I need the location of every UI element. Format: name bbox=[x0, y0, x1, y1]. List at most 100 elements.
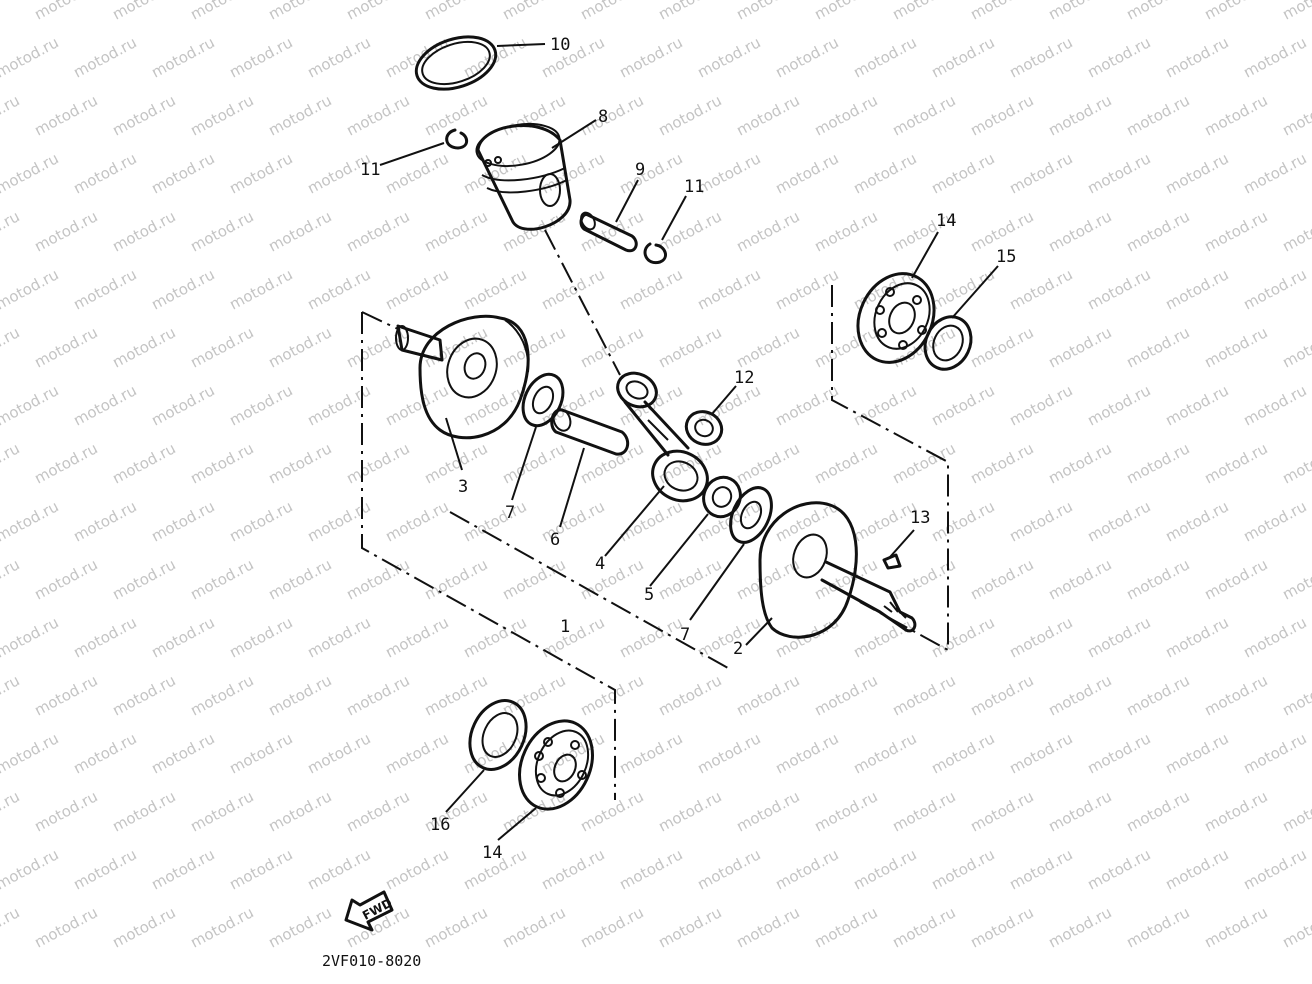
watermark-text: motod.ru bbox=[811, 207, 880, 255]
watermark-text: motod.ru bbox=[1123, 439, 1192, 487]
watermark-text: motod.ru bbox=[850, 149, 919, 197]
watermark-text: motod.ru bbox=[148, 381, 217, 429]
watermark-text: motod.ru bbox=[577, 903, 646, 951]
watermark-text: motod.ru bbox=[226, 33, 295, 81]
watermark-text: motod.ru bbox=[109, 0, 178, 24]
watermark-text: motod.ru bbox=[1045, 439, 1114, 487]
watermark-text: motod.ru bbox=[1006, 381, 1075, 429]
watermark-text: motod.ru bbox=[850, 613, 919, 661]
watermark-text: motod.ru bbox=[1279, 91, 1312, 139]
watermark-text: motod.ru bbox=[187, 903, 256, 951]
watermark-text: motod.ru bbox=[772, 729, 841, 777]
watermark-text: motod.ru bbox=[382, 381, 451, 429]
watermark-text: motod.ru bbox=[1084, 613, 1153, 661]
watermark-text: motod.ru bbox=[967, 439, 1036, 487]
watermark-text: motod.ru bbox=[1162, 265, 1231, 313]
watermark-text: motod.ru bbox=[1279, 903, 1312, 951]
watermark-text: motod.ru bbox=[538, 613, 607, 661]
watermark-text: motod.ru bbox=[0, 845, 62, 893]
watermark-text: motod.ru bbox=[226, 845, 295, 893]
watermark-text: motod.ru bbox=[694, 265, 763, 313]
watermark-text: motod.ru bbox=[460, 613, 529, 661]
watermark-text: motod.ru bbox=[577, 0, 646, 24]
watermark-text: motod.ru bbox=[928, 613, 997, 661]
callout-16: 16 bbox=[430, 815, 450, 835]
watermark-text: motod.ru bbox=[967, 787, 1036, 835]
watermark-text: motod.ru bbox=[1006, 149, 1075, 197]
callout-6: 6 bbox=[550, 530, 560, 550]
callout-10: 10 bbox=[550, 35, 570, 55]
watermark-text: motod.ru bbox=[1240, 845, 1309, 893]
watermark-text: motod.ru bbox=[1045, 0, 1114, 24]
watermark-text: motod.ru bbox=[0, 497, 62, 545]
watermark-text: motod.ru bbox=[1240, 613, 1309, 661]
crank-pin bbox=[550, 408, 630, 456]
watermark-text: motod.ru bbox=[148, 149, 217, 197]
watermark-text: motod.ru bbox=[499, 555, 568, 603]
watermark-text: motod.ru bbox=[0, 613, 62, 661]
watermark-text: motod.ru bbox=[109, 323, 178, 371]
watermark-text: motod.ru bbox=[265, 903, 334, 951]
watermark-text: motod.ru bbox=[967, 323, 1036, 371]
watermark-text: motod.ru bbox=[1045, 903, 1114, 951]
watermark-text: motod.ru bbox=[343, 207, 412, 255]
watermark-text: motod.ru bbox=[733, 91, 802, 139]
watermark-text: motod.ru bbox=[70, 729, 139, 777]
watermark-text: motod.ru bbox=[1084, 845, 1153, 893]
watermark-text: motod.ru bbox=[304, 613, 373, 661]
watermark-text: motod.ru bbox=[343, 91, 412, 139]
watermark-text: motod.ru bbox=[70, 265, 139, 313]
watermark-text: motod.ru bbox=[1201, 903, 1270, 951]
watermark-text: motod.ru bbox=[1123, 0, 1192, 24]
watermark-text: motod.ru bbox=[733, 671, 802, 719]
watermark-text: motod.ru bbox=[733, 323, 802, 371]
watermark-text: motod.ru bbox=[1045, 671, 1114, 719]
watermark-text: motod.ru bbox=[694, 149, 763, 197]
watermark-text: motod.ru bbox=[70, 497, 139, 545]
watermark-text: motod.ru bbox=[694, 845, 763, 893]
watermark-text: motod.ru bbox=[148, 33, 217, 81]
watermark-text: motod.ru bbox=[1006, 613, 1075, 661]
watermark-text: motod.ru bbox=[187, 787, 256, 835]
watermark-text: motod.ru bbox=[577, 323, 646, 371]
watermark-text: motod.ru bbox=[0, 439, 23, 487]
callout-8: 8 bbox=[598, 107, 608, 127]
watermark-text: motod.ru bbox=[265, 787, 334, 835]
watermark-text: motod.ru bbox=[577, 555, 646, 603]
watermark-text: motod.ru bbox=[31, 671, 100, 719]
watermark-text: motod.ru bbox=[811, 0, 880, 24]
crank-web-right bbox=[758, 501, 917, 639]
watermark-text: motod.ru bbox=[499, 439, 568, 487]
watermark-text: motod.ru bbox=[928, 33, 997, 81]
watermark-text: motod.ru bbox=[31, 903, 100, 951]
watermark-text: motod.ru bbox=[148, 497, 217, 545]
watermark-text: motod.ru bbox=[499, 671, 568, 719]
watermark-text: motod.ru bbox=[0, 207, 23, 255]
watermark-text: motod.ru bbox=[577, 439, 646, 487]
watermark-text: motod.ru bbox=[382, 729, 451, 777]
watermark-text: motod.ru bbox=[460, 265, 529, 313]
watermark-text: motod.ru bbox=[1240, 729, 1309, 777]
watermark-text: motod.ru bbox=[343, 555, 412, 603]
watermark-text: motod.ru bbox=[421, 903, 490, 951]
watermark-text: motod.ru bbox=[616, 613, 685, 661]
watermark-text: motod.ru bbox=[655, 787, 724, 835]
watermark-text: motod.ru bbox=[265, 671, 334, 719]
watermark-text: motod.ru bbox=[616, 33, 685, 81]
watermark-text: motod.ru bbox=[655, 91, 724, 139]
watermark-text: motod.ru bbox=[655, 671, 724, 719]
watermark-text: motod.ru bbox=[70, 33, 139, 81]
watermark-text: motod.ru bbox=[0, 323, 23, 371]
watermark-text: motod.ru bbox=[928, 729, 997, 777]
watermark-text: motod.ru bbox=[733, 439, 802, 487]
thrust-washer-left bbox=[521, 372, 565, 428]
watermark-text: motod.ru bbox=[187, 555, 256, 603]
callout-14-upper: 14 bbox=[936, 211, 956, 231]
watermark-text: motod.ru bbox=[616, 497, 685, 545]
watermark-text: motod.ru bbox=[1279, 207, 1312, 255]
watermark-text: motod.ru bbox=[1240, 497, 1309, 545]
watermark-text: motod.ru bbox=[1240, 381, 1309, 429]
watermark-text: motod.ru bbox=[1084, 497, 1153, 545]
